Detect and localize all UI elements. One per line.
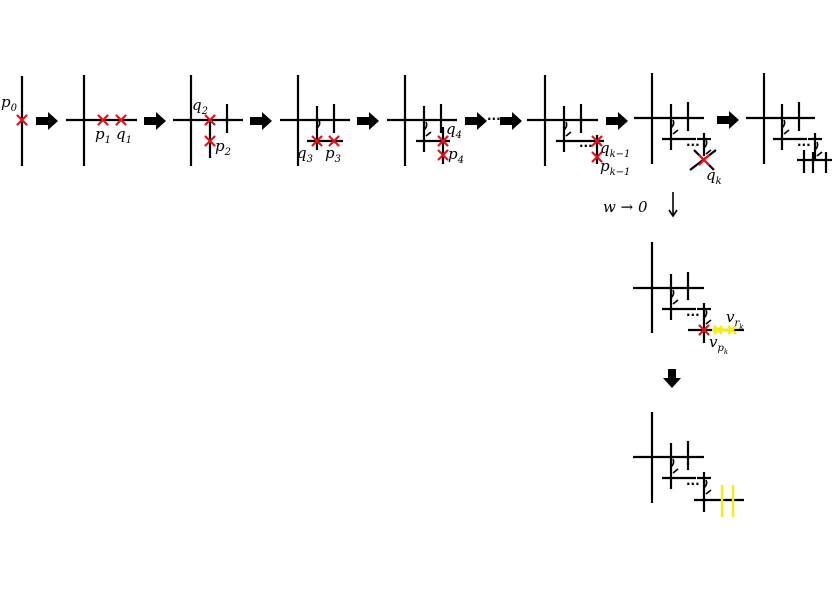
stage-k: ··· qk	[634, 73, 722, 187]
ellipsis: ···	[686, 477, 700, 491]
arrow-right-icon	[144, 112, 166, 130]
label-pk1: pk−1	[600, 157, 630, 178]
stage-1: p1 q1	[66, 75, 137, 166]
ellipsis: ···	[686, 308, 700, 322]
ellipsis: ···	[579, 139, 593, 153]
label-q2: q2	[192, 96, 208, 117]
arrow-right-icon	[465, 112, 487, 130]
limit-label: w → 0	[603, 198, 648, 216]
label-vrk: vrk	[726, 308, 744, 331]
label-p4: p4	[448, 145, 464, 166]
stage-3: q3 p3	[280, 75, 350, 166]
label-q3: q3	[297, 144, 313, 165]
label-vpk: vpk	[709, 333, 728, 356]
label-p2: p2	[215, 137, 231, 158]
arrow-right-icon	[36, 112, 58, 130]
arrow-right-icon	[717, 111, 739, 129]
stage-k-minus-1: ··· qk−1 pk−1	[527, 75, 630, 178]
stage-final: ···	[746, 73, 832, 173]
stage-result: ···	[633, 412, 744, 517]
stage-2: q2 p2	[173, 75, 243, 166]
label-qk1: qk−1	[600, 139, 630, 160]
stage-4: q4 p4	[387, 75, 464, 166]
label-q1: q1	[116, 125, 132, 146]
arrow-right-icon	[500, 112, 522, 130]
label-p1: p1	[95, 125, 111, 146]
marker-qk	[698, 154, 710, 166]
arrow-right-icon	[357, 112, 379, 130]
stage-limit: ··· vrk vpk	[633, 242, 744, 356]
arrow-down-icon	[663, 369, 681, 388]
down-arrow-icon	[668, 192, 678, 218]
arrow-right-icon	[606, 112, 628, 130]
label-p3: p3	[325, 144, 341, 165]
arrow-right-icon	[250, 112, 272, 130]
label-p0: p0	[1, 93, 18, 114]
stage-0: p0	[1, 76, 28, 166]
ellipsis: ···	[487, 112, 501, 126]
label-q4: q4	[446, 120, 462, 141]
ellipsis: ···	[797, 138, 811, 152]
label-qk: qk	[706, 166, 722, 187]
ellipsis: ···	[686, 138, 700, 152]
marker-vrk	[713, 325, 737, 335]
